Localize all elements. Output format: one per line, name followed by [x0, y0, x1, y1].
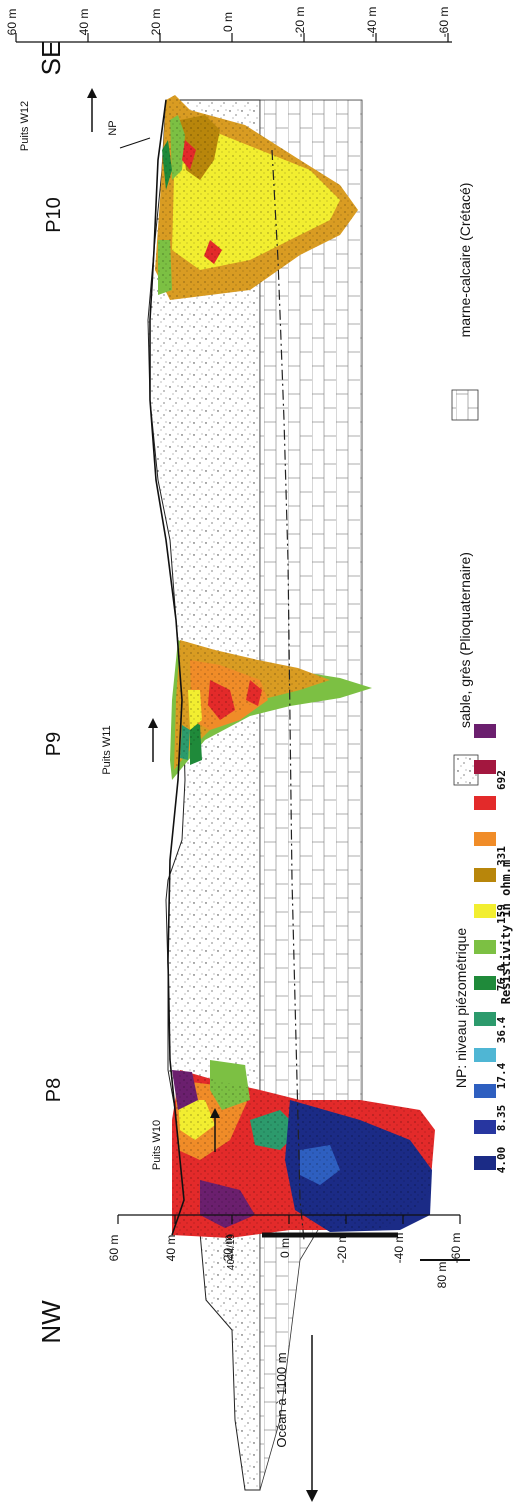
right-axis-tick: -20 m — [293, 7, 307, 38]
left-depth-axis: 60 m 40 m 20 m 0 m -20 m -40 m -60 m — [107, 1214, 463, 1264]
np-marker-label: NP — [107, 120, 119, 135]
right-axis-tick: 20 m — [149, 9, 163, 36]
scale-bar-label: 80 m — [435, 1262, 449, 1289]
resistivity-swatch — [474, 832, 496, 846]
well-w10-label: Puits W10 — [151, 1120, 163, 1170]
legend-np-label: NP: niveau piézométrique — [453, 928, 469, 1089]
station-id: 4044/19 — [226, 1233, 237, 1270]
resistivity-swatch — [474, 760, 496, 774]
well-w11-label: Puits W11 — [101, 725, 113, 774]
right-axis-tick: 0 m — [221, 12, 235, 32]
resistivity-value: 36.4 — [495, 1016, 508, 1043]
left-axis-tick: 40 m — [164, 1235, 178, 1262]
legend-marl-label: marne-calcaire (Crétacé) — [457, 183, 473, 338]
legend: NP: niveau piézométrique sable, grès (Pl… — [451, 183, 513, 1174]
resistivity-value: 159 — [495, 904, 508, 924]
profile-p10-label: P10 — [43, 197, 65, 233]
resistivity-value: 692 — [495, 770, 508, 790]
well-w12-label: Puits W12 — [19, 101, 31, 151]
resistivity-swatch — [474, 724, 496, 738]
resistivity-swatch — [474, 1084, 496, 1098]
piezometric-level-line — [271, 149, 305, 1241]
right-axis-tick: 60 m — [5, 9, 19, 36]
topography-line — [149, 99, 185, 1236]
profile-p9-section — [170, 640, 372, 780]
marl-layer — [259, 99, 363, 1491]
legend-sand-label: sable, grès (Plioquaternaire) — [457, 552, 473, 728]
resistivity-swatch — [474, 868, 496, 882]
resistivity-swatch — [474, 976, 496, 990]
nw-label: NW — [36, 1300, 66, 1344]
left-axis-tick: -40 m — [392, 1233, 406, 1264]
resistivity-swatch — [474, 1048, 496, 1062]
resistivity-swatch — [474, 940, 496, 954]
resistivity-value: 331 — [495, 846, 508, 866]
profile-p8-section — [172, 1060, 435, 1238]
well-w10-marker: Puits W10 — [151, 1108, 220, 1170]
resistivity-swatch — [474, 904, 496, 918]
right-depth-axis: 60 m 40 m 20 m 0 m -20 m -40 m -60 m — [5, 7, 452, 43]
left-axis-tick: -60 m — [449, 1233, 463, 1264]
resistivity-value: 76.0 — [495, 965, 508, 992]
left-axis-tick: 0 m — [278, 1238, 292, 1258]
se-label: SE — [36, 41, 66, 76]
profile-p8-label: P8 — [43, 1078, 65, 1102]
resistivity-value: 17.4 — [495, 1062, 508, 1089]
right-axis-tick: -40 m — [365, 7, 379, 38]
resistivity-value: 8.35 — [495, 1105, 508, 1132]
well-w11-marker: Puits W11 — [101, 718, 158, 775]
right-axis-tick: -60 m — [437, 7, 451, 38]
well-w12-marker: Puits W12 — [19, 88, 97, 151]
resistivity-swatch — [474, 1012, 496, 1026]
sand-layer — [147, 99, 261, 1491]
resistivity-title: Resistivity in ohm.m — [499, 860, 513, 1005]
left-axis-tick: 60 m — [107, 1235, 121, 1262]
resistivity-swatch — [474, 1120, 496, 1134]
resistivity-swatch — [474, 796, 496, 810]
profile-p9-label: P9 — [43, 732, 65, 756]
ocean-distance-label: Océan à 1100 m — [274, 1352, 289, 1447]
legend-marl-swatch — [451, 389, 479, 421]
resistivity-value: 4.00 — [495, 1147, 508, 1174]
np-pointer — [119, 137, 151, 149]
ocean-arrow-head — [306, 1490, 318, 1502]
left-axis-tick: 20 m — [221, 1235, 235, 1262]
right-axis-tick: 40 m — [77, 9, 91, 36]
left-axis-tick: -20 m — [335, 1233, 349, 1264]
profile-p10-section — [155, 95, 358, 300]
resistivity-swatch — [474, 1156, 496, 1170]
